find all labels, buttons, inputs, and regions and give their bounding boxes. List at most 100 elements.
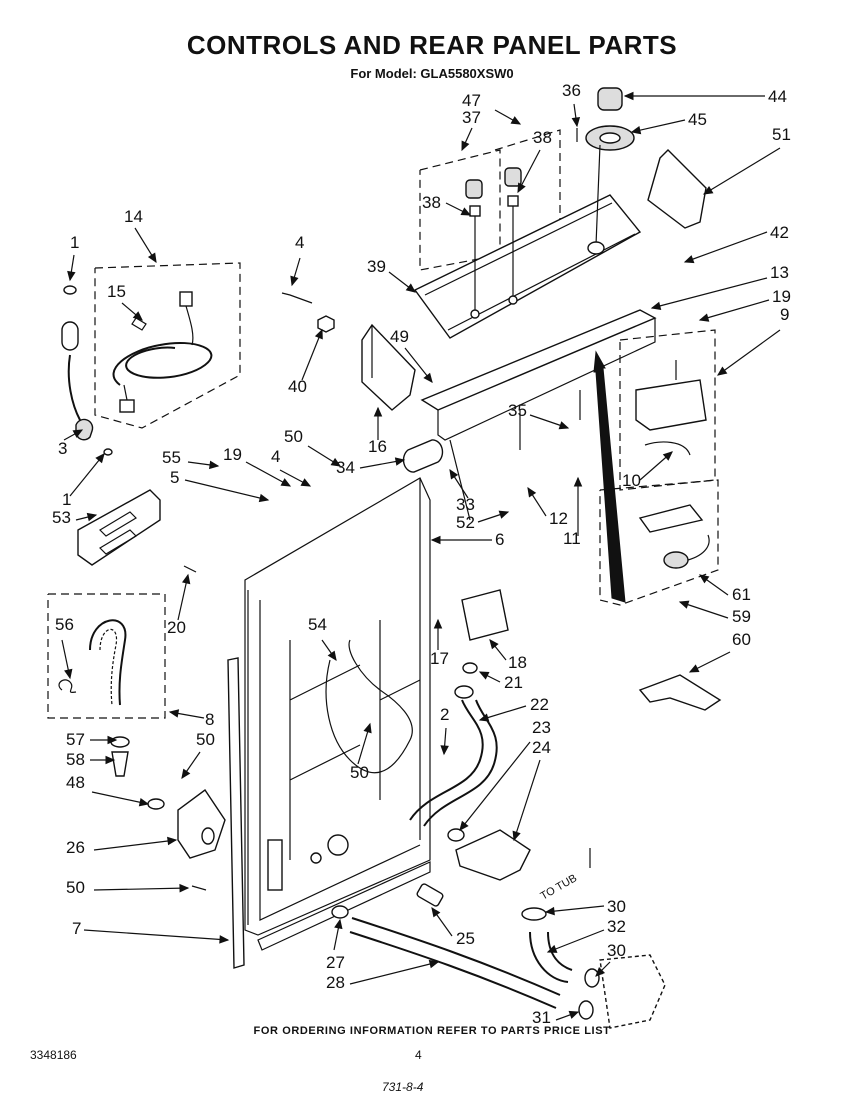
leader-arrowhead (95, 453, 105, 464)
leader-line (651, 277, 768, 309)
callout-number: 61 (732, 585, 751, 604)
callout-number: 18 (508, 653, 527, 672)
callout-number: 8 (205, 710, 214, 729)
callout-number: 42 (770, 223, 789, 242)
leader-arrowhead (105, 755, 116, 765)
leader-arrowhead (510, 116, 522, 125)
leader-arrowhead (334, 918, 343, 930)
callout-number: 25 (456, 929, 475, 948)
leader-line (91, 791, 149, 805)
assembly-arrow (593, 350, 626, 603)
callout-number: 1 (62, 490, 71, 509)
model-subtitle: For Model: GLA5580XSW0 (350, 66, 514, 81)
leader-arrowhead (688, 664, 700, 673)
callout-number: 12 (549, 509, 568, 528)
leader-arrowhead (405, 283, 416, 293)
leader-arrowhead (716, 366, 728, 376)
callout-number: 5 (170, 468, 179, 487)
to-tub-label: TO TUB (539, 872, 580, 902)
leader-arrowhead (662, 451, 673, 461)
callout-number: 24 (532, 738, 551, 757)
leader-arrowhead (702, 185, 714, 195)
leader-arrowhead (489, 639, 499, 650)
leader-arrowhead (459, 820, 469, 831)
control-console (413, 87, 642, 339)
water-valve-group (409, 589, 509, 827)
leader-line (69, 453, 105, 497)
callout-number: 57 (66, 730, 85, 749)
callout-number: 30 (607, 941, 626, 960)
power-cord-group (94, 262, 241, 429)
leader-arrowhead (527, 486, 537, 498)
callout-number: 56 (55, 615, 74, 634)
leader-arrowhead (147, 252, 157, 264)
callout-number: 19 (772, 287, 791, 306)
leader-arrowhead (517, 182, 526, 194)
date-code: 731-8-4 (382, 1080, 424, 1094)
leader-arrowhead (72, 429, 84, 438)
callout-number: 50 (350, 763, 369, 782)
callout-number: 7 (72, 919, 81, 938)
callout-number: 20 (167, 618, 186, 637)
callout-number: 49 (390, 327, 409, 346)
leader-arrowhead (449, 468, 459, 480)
callout-number: 54 (308, 615, 327, 634)
leader-arrowhead (498, 510, 510, 519)
leader-arrowhead (512, 830, 521, 842)
callout-number: 60 (732, 630, 751, 649)
callout-number: 16 (368, 437, 387, 456)
callout-number: 52 (456, 513, 475, 532)
document-number: 3348186 (30, 1048, 77, 1062)
callout-number: 40 (288, 377, 307, 396)
callout-number: 48 (66, 773, 85, 792)
callout-number: 21 (504, 673, 523, 692)
leader-arrowhead (568, 1010, 580, 1019)
callout-number: 45 (688, 110, 707, 129)
leader-arrowhead (698, 313, 710, 322)
rear-panel (244, 477, 431, 951)
leader-arrowhead (428, 959, 440, 969)
callout-number: 19 (223, 445, 242, 464)
ordering-note: FOR ORDERING INFORMATION REFER TO PARTS … (253, 1025, 611, 1037)
leader-arrowhead (290, 275, 299, 287)
callout-number: 22 (530, 695, 549, 714)
callout-number: 53 (52, 508, 71, 527)
callout-number: 59 (732, 607, 751, 626)
callout-number: 4 (271, 447, 280, 466)
leader-line (545, 905, 605, 913)
callout-number: 14 (124, 207, 143, 226)
callout-number: 50 (284, 427, 303, 446)
leader-line (349, 961, 439, 985)
leader-arrowhead (433, 618, 443, 629)
leader-arrowhead (440, 745, 449, 756)
leader-arrowhead (423, 372, 433, 383)
leader-arrowhead (107, 735, 118, 745)
leader-line (703, 147, 781, 195)
leader-arrowhead (373, 406, 383, 417)
callout-number: 32 (607, 917, 626, 936)
leader-arrowhead (460, 207, 472, 216)
nut-40 (317, 315, 335, 333)
leader-arrowhead (181, 768, 191, 780)
callout-number: 58 (66, 750, 85, 769)
leader-arrowhead (678, 600, 690, 609)
leader-arrowhead (630, 125, 642, 135)
leader-line (717, 329, 781, 376)
callout-number: 23 (532, 718, 551, 737)
leader-arrowhead (86, 512, 98, 522)
callout-number: 3 (58, 439, 67, 458)
leader-line (184, 479, 269, 501)
leader-arrowhead (327, 650, 337, 662)
callout-number: 26 (66, 838, 85, 857)
callout-number: 39 (367, 257, 386, 276)
callout-number: 2 (440, 705, 449, 724)
leader-arrowhead (314, 328, 323, 340)
clamp-27 (331, 905, 349, 919)
drain-bracket-26 (177, 788, 226, 859)
leader-arrowhead (168, 709, 180, 718)
callout-number: 4 (295, 233, 304, 252)
leader-arrowhead (571, 117, 581, 128)
leader-line (631, 119, 686, 133)
